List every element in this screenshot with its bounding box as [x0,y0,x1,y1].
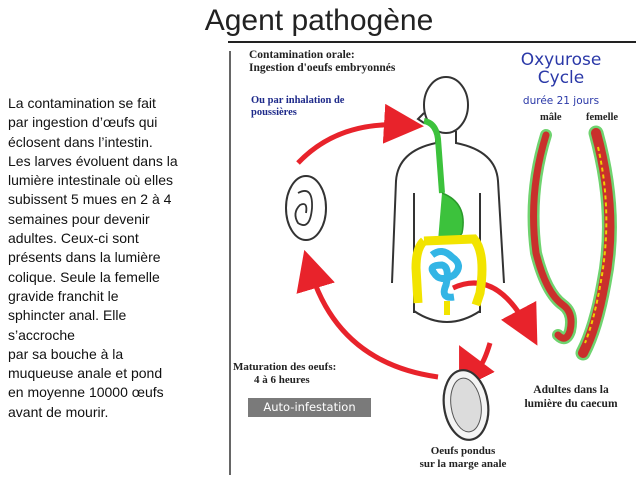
description-line: s’accroche [8,326,75,343]
description-line: par ingestion d’œufs qui [8,114,158,131]
adults-line: Adultes dans la [533,384,609,396]
maturation-duration: 4 à 6 heures [254,374,310,386]
digestive-tract-icon [411,118,487,315]
cycle-title-line: Oxyurose [520,50,602,70]
maturation-label: Maturation des oeufs: [233,361,337,373]
contamination-line: Ingestion d'oeufs embryonnés [249,62,396,74]
description-line: muqueuse anale et pond [8,365,163,382]
male-worm-icon [527,129,578,345]
description-line: La contamination se fait [8,95,156,111]
description-line: gravide franchit le [8,287,119,304]
description-line: sphincter anal. Elle [8,307,127,324]
arrow-to-caecum [451,280,538,346]
laid-eggs-line: Oeufs pondus [430,445,496,457]
description-line: semaines pour devenir [8,210,150,227]
description-line: lumière intestinale où elles [8,172,173,189]
cycle-duration: durée 21 jours [522,95,600,107]
cycle-illustration [229,51,617,475]
arrow-to-anus [459,342,495,390]
female-worm-icon [575,125,617,361]
auto-infestation-badge: Auto-infestation [248,398,371,417]
adults-label: Adultes dans la lumière du caecum [516,384,626,411]
description-line: Les larves évoluent dans la [8,152,178,169]
title-divider [228,41,636,43]
human-body-icon [391,76,505,323]
arrow-to-mouth [296,103,424,165]
male-label: mâle [540,112,562,123]
pinworm-cycle-diagram: Contamination orale: Ingestion d'oeufs e… [228,43,638,479]
description-line: avant de mourir. [8,403,109,420]
female-label: femelle [586,112,619,123]
description-line: présents dans la lumière [8,249,161,266]
laid-eggs-line: sur la marge anale [419,457,507,470]
arrow-auto-infestation [296,249,439,380]
laid-eggs-label: Oeufs pondus sur la marge anale [414,445,512,470]
cycle-title: Oxyurose Cycle [506,51,616,87]
description-line: colique. Seule la femelle [8,268,160,285]
inhalation-label: Ou par inhalation de poussières [251,95,344,119]
page-title: Agent pathogène [204,4,434,37]
adults-line: lumière du caecum [524,397,618,410]
inhalation-line: Ou par inhalation de [251,95,345,106]
description-line: en moyenne 10000 œufs [8,384,164,401]
description-line: subissent 5 mues en 2 à 4 [8,191,172,208]
description-line: éclosent dans l’intestin. [8,133,153,150]
description-line: par sa bouche à la [8,345,124,362]
laid-egg-icon [442,369,490,441]
description-text: La contamination se fait par ingestion d… [8,94,208,422]
contamination-label: Contamination orale: Ingestion d'oeufs e… [249,49,395,75]
description-line: adultes. Ceux-ci sont [8,230,139,247]
embryonated-egg-icon [285,175,327,241]
contamination-line: Contamination orale: [249,49,355,61]
cycle-title-line: Cycle [537,68,585,88]
inhalation-line: poussières [251,107,297,118]
